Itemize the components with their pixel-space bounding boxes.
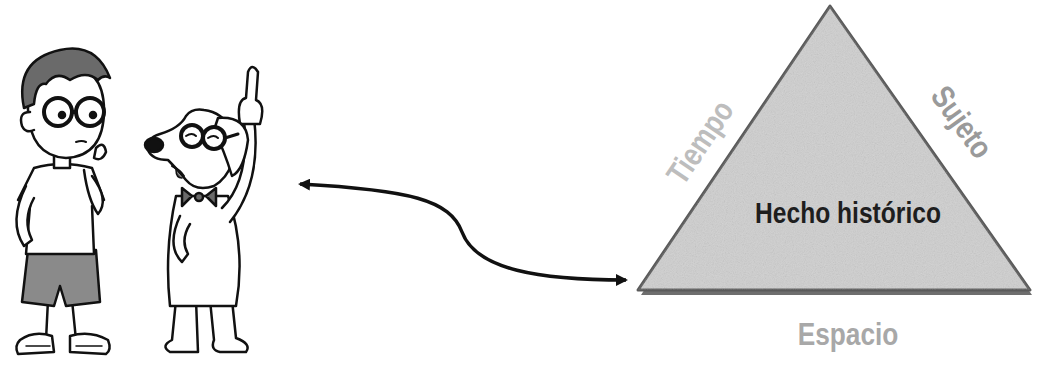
dog-figure	[145, 67, 262, 352]
boy-figure	[16, 49, 110, 354]
double-arrow	[300, 184, 626, 280]
node-title: Hecho histórico	[755, 198, 941, 228]
axis-label: Espacio	[798, 318, 899, 350]
axis-label: Sujeto	[925, 80, 998, 164]
